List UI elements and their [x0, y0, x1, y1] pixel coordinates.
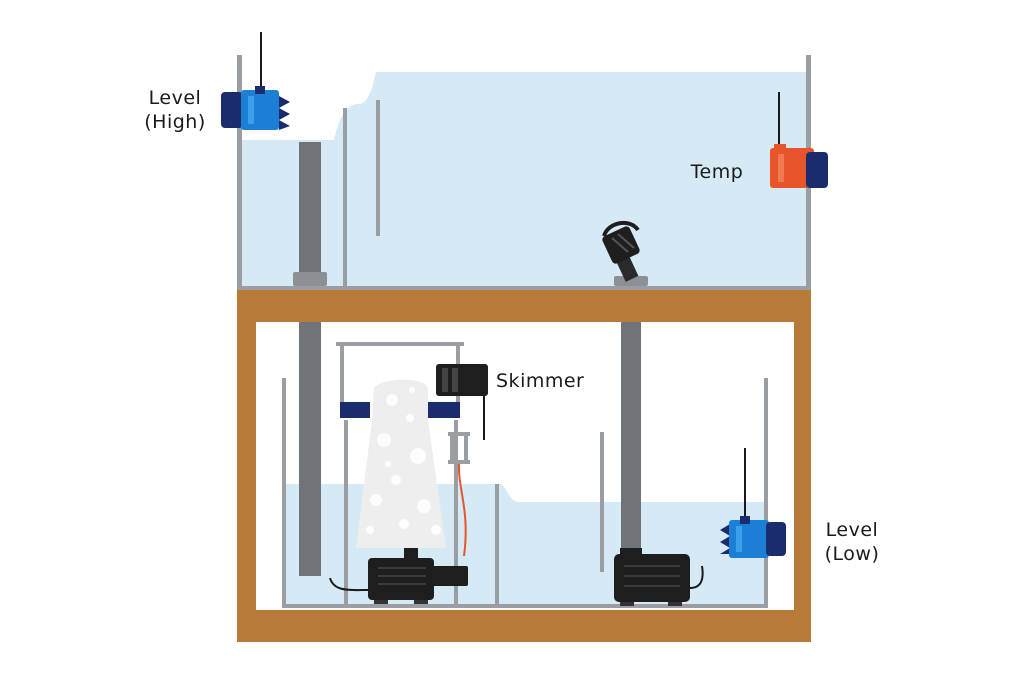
return-pump-icon — [614, 548, 704, 606]
skimmer-air-line — [457, 463, 467, 557]
sump — [282, 322, 786, 608]
label-level-high-line2: (High) — [144, 111, 206, 133]
overflow-drain-pipe — [299, 142, 321, 282]
sump-right-wall — [764, 378, 768, 608]
display-tank-water — [240, 72, 807, 286]
stand-top-edge — [237, 286, 811, 290]
temperature-probe-icon — [770, 92, 828, 188]
skimmer-pump-icon — [329, 548, 468, 604]
label-level-high-line1: Level — [149, 87, 202, 109]
sump-bottom — [282, 604, 768, 608]
level-high-sensor-icon — [221, 32, 290, 130]
overflow-box-wall — [343, 108, 347, 286]
skimmer-pump-head-icon — [436, 364, 488, 440]
overflow-baffle — [376, 100, 380, 236]
display-tank — [221, 32, 828, 288]
level-low-sensor-icon — [720, 448, 786, 558]
sump-left-wall — [282, 378, 286, 608]
overflow-drain-flange — [293, 272, 327, 286]
label-skimmer: Skimmer — [496, 370, 584, 392]
display-tank-left-wall — [237, 55, 242, 288]
label-temp: Temp — [690, 161, 744, 183]
label-level-low-line1: Level — [826, 519, 879, 541]
cabinet-stand — [237, 286, 811, 642]
skimmer-collection-right — [428, 402, 460, 418]
sump-drain-pipe — [299, 322, 321, 576]
powerhead-icon — [602, 220, 640, 282]
protein-skimmer — [336, 342, 488, 606]
skimmer-collection-left — [340, 402, 370, 418]
return-pipe — [621, 322, 641, 552]
label-level-low-line2: (Low) — [825, 543, 880, 565]
return-outlet-flange — [614, 276, 648, 286]
sump-baffle-2 — [600, 432, 604, 572]
sump-baffle-1 — [495, 484, 499, 606]
